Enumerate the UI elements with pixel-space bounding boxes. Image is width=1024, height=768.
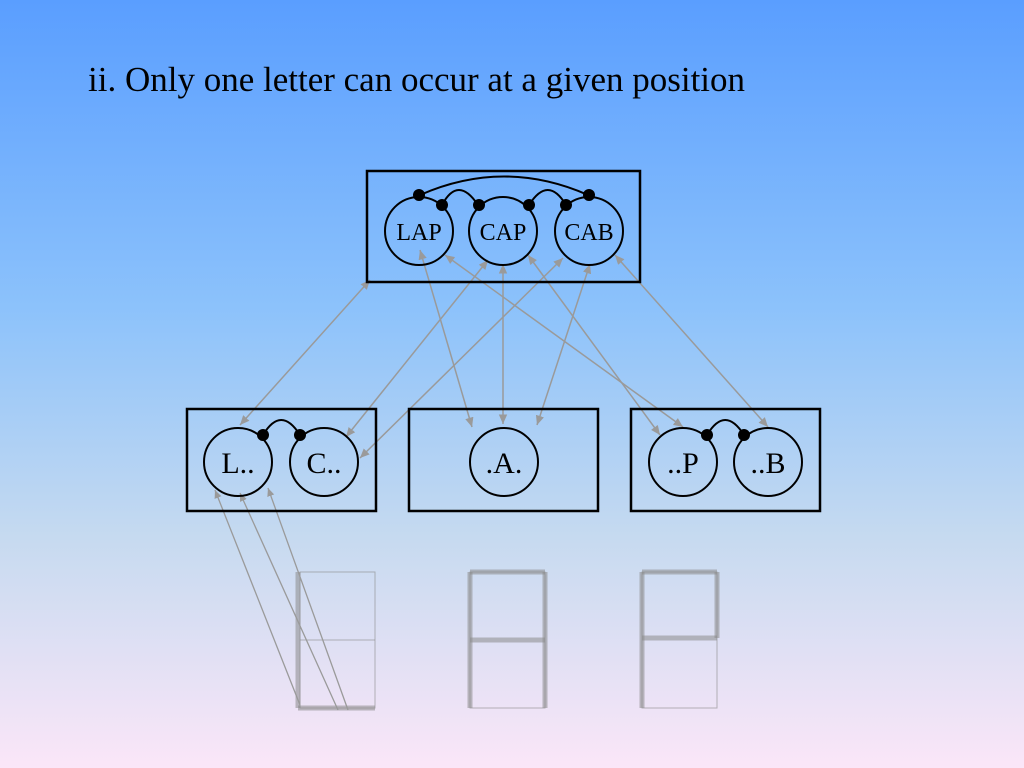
letter-node-c (289, 427, 359, 497)
letter-position-1: L.. C.. (185, 407, 378, 513)
letter-position-3: ..P ..B (629, 407, 822, 513)
feature-detector-position-3 (639, 569, 720, 709)
word-letter-connections (239, 249, 769, 459)
word-label-lap: LAP (396, 220, 441, 246)
feature-to-letter-arrows (214, 487, 349, 711)
feature-detectors (295, 569, 720, 711)
letter-node-a (469, 427, 539, 497)
word-level: LAP CAP CAB (365, 169, 642, 284)
letter-node-b (733, 427, 803, 497)
word-node-cap (468, 196, 538, 266)
feature-detector-position-1 (295, 571, 376, 711)
letter-label-p: ..P (667, 447, 699, 480)
letter-label-c: C.. (306, 447, 341, 480)
letter-node-p (648, 427, 718, 497)
word-label-cap: CAP (480, 220, 527, 246)
letter-label-a: .A. (486, 447, 523, 480)
position-1-box (185, 407, 378, 513)
letter-position-2: .A. (407, 407, 600, 513)
position-2-box (407, 407, 600, 513)
word-label-cab: CAB (564, 220, 613, 246)
position-3-box (629, 407, 822, 513)
feature-detector-position-2 (467, 569, 548, 709)
letter-label-l: L.. (221, 447, 254, 480)
inhibit-link-lap-cab (419, 175, 589, 196)
letter-label-b: ..B (750, 447, 785, 480)
word-level-box (365, 169, 642, 284)
slide-title: ii. Only one letter can occur at a given… (88, 60, 746, 99)
letter-node-l (203, 427, 273, 497)
